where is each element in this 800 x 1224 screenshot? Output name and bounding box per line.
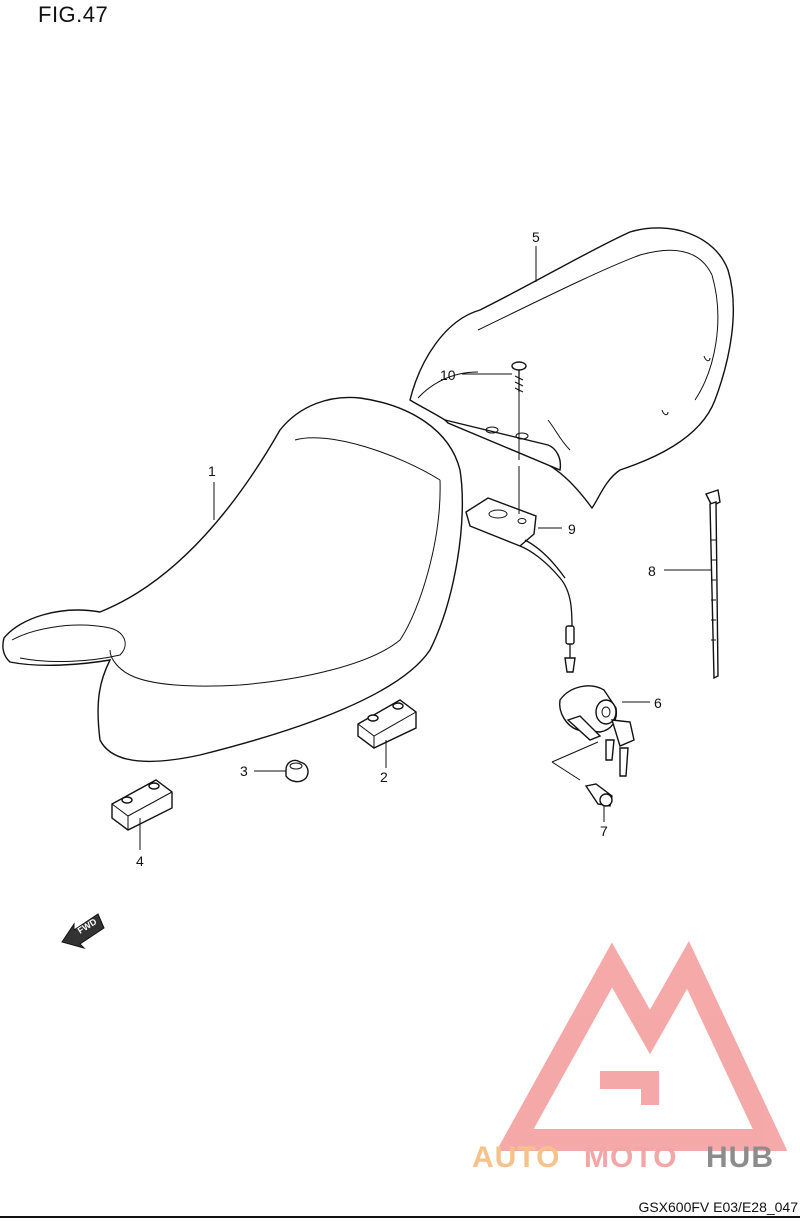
part-9-seat-lock xyxy=(465,497,576,673)
callout-1: 1 xyxy=(208,463,216,479)
watermark-logo xyxy=(496,941,788,1151)
callout-6: 6 xyxy=(654,695,662,711)
callout-7: 7 xyxy=(600,823,608,839)
watermark-text: AUTO MOTO HUB xyxy=(472,1141,774,1174)
part-4-cushion xyxy=(111,779,173,831)
callout-9: 9 xyxy=(568,521,576,537)
part-2-cushion xyxy=(357,699,417,749)
part-1-front-seat xyxy=(2,396,464,762)
part-7-bolt xyxy=(551,741,613,807)
leader-lines xyxy=(139,246,712,850)
callout-5: 5 xyxy=(532,229,540,245)
callout-2: 2 xyxy=(380,769,388,785)
part-5-rear-seat xyxy=(409,227,734,510)
callout-8: 8 xyxy=(648,563,656,579)
watermark-text-auto: AUTO xyxy=(472,1141,560,1174)
callout-4: 4 xyxy=(136,853,144,869)
callout-labels: 1 2 3 4 5 6 7 8 9 10 xyxy=(136,229,662,869)
part-10-screw xyxy=(511,361,527,436)
part-3-grommet xyxy=(285,759,309,783)
part-8-cable-tie xyxy=(705,489,721,680)
callout-10: 10 xyxy=(440,367,456,383)
figure-title: FIG.47 xyxy=(38,2,109,27)
fwd-arrow-icon: FWD xyxy=(61,913,105,949)
callout-3: 3 xyxy=(240,763,248,779)
watermark-text-hub: HUB xyxy=(706,1141,774,1174)
figure-code: GSX600FV E03/E28_047 xyxy=(638,1199,798,1215)
part-6-lock-assembly xyxy=(559,685,635,777)
watermark-text-moto: MOTO xyxy=(584,1141,677,1174)
